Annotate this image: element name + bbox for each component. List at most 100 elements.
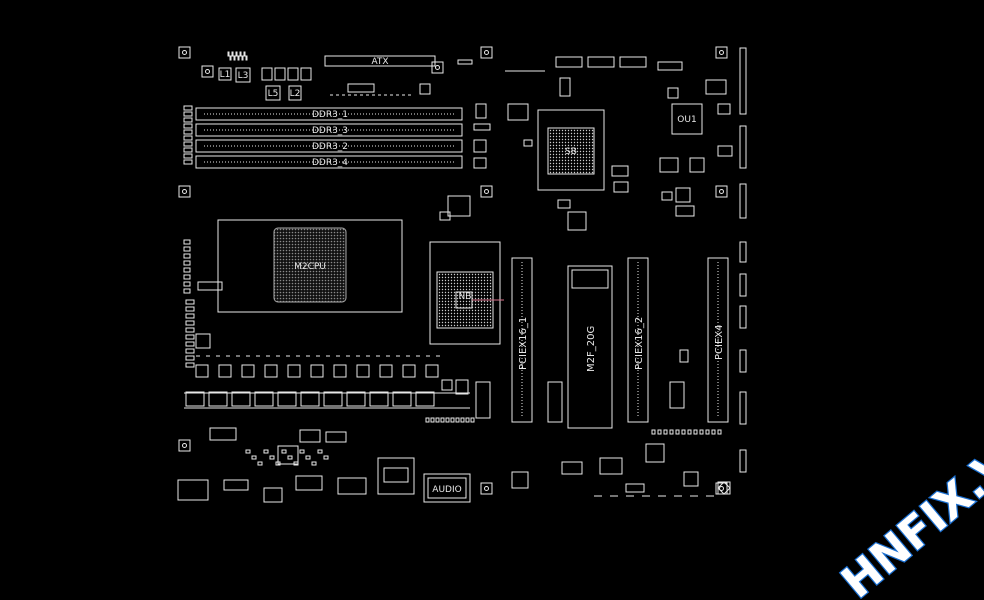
passive — [185, 327, 195, 333]
mounting-hole-center — [719, 50, 724, 55]
passive — [257, 461, 263, 466]
pcie-x16-slot-1[interactable]: PCIEX16_1 — [511, 257, 533, 423]
mosfet — [392, 391, 412, 407]
passive — [183, 153, 193, 159]
part — [419, 83, 431, 95]
part — [683, 471, 699, 487]
passive — [669, 429, 674, 435]
part — [347, 83, 375, 93]
passive — [183, 260, 191, 266]
inductor-l5[interactable]: L5 — [265, 85, 281, 101]
inductor-l1b[interactable]: L1 — [218, 67, 232, 81]
passive — [183, 288, 191, 294]
mosfet — [218, 364, 232, 378]
mosfet — [379, 364, 393, 378]
atx-connector[interactable]: ATX — [324, 55, 436, 67]
mosfet — [254, 391, 274, 407]
audio-connector[interactable]: AUDIO — [423, 473, 471, 503]
choke — [274, 67, 286, 81]
passive — [185, 334, 195, 340]
l2-label: L2 — [290, 89, 301, 99]
passive — [233, 55, 236, 61]
passive — [687, 429, 692, 435]
choke — [300, 67, 312, 81]
dimm-slot-ddr3-2[interactable]: DDR3_2 — [195, 139, 463, 153]
mosfet — [415, 391, 435, 407]
mounting-hole — [178, 185, 191, 198]
passive — [183, 141, 193, 147]
passive — [183, 147, 193, 153]
pcie-x16-slot-2[interactable]: PCIEX16_2 — [627, 257, 649, 423]
choke — [261, 67, 273, 81]
passive — [185, 320, 195, 326]
part — [197, 281, 223, 291]
mosfet — [195, 364, 209, 378]
cpu-socket[interactable]: M2CPU — [217, 219, 403, 313]
passive — [275, 461, 281, 466]
m2f-label: M2F_20G — [586, 326, 597, 372]
part — [523, 139, 533, 147]
mounting-hole-center — [182, 443, 187, 448]
mosfet — [323, 391, 343, 407]
part — [473, 123, 491, 131]
passive — [269, 455, 275, 460]
mounting-hole-center — [182, 50, 187, 55]
passive — [470, 417, 475, 423]
inductor-l1[interactable]: L3 — [235, 67, 251, 83]
passive — [440, 417, 445, 423]
passive — [460, 417, 465, 423]
dimm-slot-ddr3-3[interactable]: DDR3_3 — [195, 123, 463, 137]
mosfet — [369, 391, 389, 407]
mounting-hole-center — [484, 189, 489, 194]
passive — [663, 429, 668, 435]
l5-label: L5 — [268, 89, 279, 99]
mosfet — [277, 391, 297, 407]
passive — [430, 417, 435, 423]
passive — [183, 135, 193, 141]
sb-label: SB — [565, 147, 577, 157]
part — [547, 381, 563, 423]
ou1-chip[interactable]: OU1 — [671, 103, 703, 135]
part — [507, 103, 529, 121]
passive — [229, 55, 232, 61]
m2-slot[interactable]: M2F_20G — [567, 265, 613, 429]
l3-label: L3 — [238, 71, 249, 81]
ou1-label: OU1 — [677, 115, 696, 125]
mounting-hole — [480, 482, 493, 495]
part — [441, 379, 453, 391]
passive — [450, 417, 455, 423]
part — [625, 483, 645, 493]
passive — [185, 348, 195, 354]
passive — [185, 341, 195, 347]
passive — [185, 362, 195, 368]
pcie-x4-slot[interactable]: PCIEX4 — [707, 257, 729, 423]
header — [739, 349, 747, 373]
mosfet — [185, 391, 205, 407]
inductor-l2[interactable]: L2 — [288, 85, 302, 101]
io-connector — [377, 457, 415, 495]
dimm-slot-ddr3-4[interactable]: DDR3_4 — [195, 155, 463, 169]
part — [457, 59, 473, 65]
passive — [183, 239, 191, 245]
header — [739, 449, 747, 473]
dimm-slot-ddr3-1[interactable]: DDR3_1 — [195, 107, 463, 121]
passive — [185, 299, 195, 305]
header — [739, 273, 747, 297]
nb-chip[interactable]: NB — [429, 241, 504, 345]
part — [705, 79, 727, 95]
mosfet — [310, 364, 324, 378]
part — [473, 157, 487, 169]
pciex4-label: PCIEX4 — [714, 325, 725, 361]
mounting-hole — [480, 185, 493, 198]
sb-chip[interactable]: SB — [537, 109, 605, 191]
part — [439, 211, 451, 221]
pciex16-1-label: PCIEX16_1 — [518, 317, 529, 370]
passive — [675, 429, 680, 435]
header — [739, 125, 747, 169]
part — [475, 381, 491, 419]
part — [557, 199, 571, 209]
ddr3-4-label: DDR3_4 — [312, 158, 348, 168]
mosfet — [241, 364, 255, 378]
part — [567, 211, 587, 231]
passive — [705, 429, 710, 435]
